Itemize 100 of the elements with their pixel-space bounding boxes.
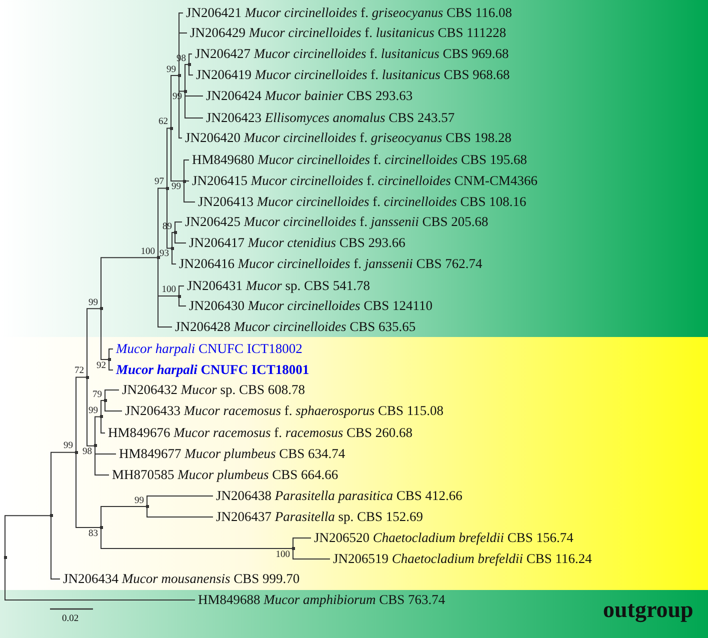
branch-line <box>100 400 106 418</box>
branch-line <box>188 64 194 76</box>
taxon-label: JN206427 Mucor circinelloides f. lusitanicus CBS 969.68 <box>192 46 509 62</box>
branch-line <box>104 400 122 412</box>
branch-line <box>94 445 110 476</box>
branch-line <box>188 54 192 65</box>
bootstrap-value: 99 <box>166 64 176 74</box>
branch-line <box>184 180 196 202</box>
taxon-label: JN206416 Mucor circinelloides f. janssenii CBS 762.74 <box>176 256 482 272</box>
taxon-label: JN206519 Chaetocladium brefeldii CBS 116.24 <box>330 551 592 567</box>
branch-line <box>166 128 172 189</box>
branch-line <box>172 232 176 249</box>
branch-line <box>100 257 158 310</box>
branch-line <box>100 308 110 360</box>
branch-line <box>108 348 114 360</box>
taxon-label: HM849680 Mucor circinelloides f. circinelloides CBS 195.68 <box>189 152 528 168</box>
branch-line <box>146 496 214 507</box>
branch-line <box>178 286 184 296</box>
branch-node <box>4 556 6 560</box>
bootstrap-value: 62 <box>158 117 168 128</box>
bootstrap-value: 100 <box>162 285 176 295</box>
branch-node <box>170 246 174 250</box>
taxon-label: JN206429 Mucor circinelloides f. lusitanicus CBS 111228 <box>187 25 506 41</box>
taxon-label: JN206413 Mucor circinelloides f. circinelloides CBS 108.16 <box>195 194 526 210</box>
branch-line <box>158 257 172 328</box>
taxon-label: HM849688 Mucor amphibiorum CBS 763.74 <box>195 592 446 608</box>
branch-line <box>174 232 186 244</box>
branch-node <box>94 444 96 448</box>
bootstrap-value: 92 <box>96 360 106 370</box>
branch-line <box>178 296 186 306</box>
taxon-label: JN206520 Chaetocladium brefeldii CBS 156.74 <box>311 530 574 546</box>
branch-line <box>184 64 190 92</box>
branch-line <box>94 416 102 446</box>
branch-node <box>50 514 52 518</box>
branch-line <box>50 515 60 580</box>
branch-node <box>86 376 88 379</box>
branch-line <box>86 308 102 378</box>
branch-node <box>104 399 106 402</box>
branch-node <box>108 358 110 361</box>
branch-line <box>184 160 190 182</box>
group-label: outgroup <box>603 597 694 623</box>
branch-node <box>178 74 180 77</box>
branch-line <box>76 452 102 528</box>
taxon-label: JN206421 Mucor circinelloides f. griseocyanus CBS 116.08 <box>183 5 512 21</box>
branch-node <box>184 90 186 93</box>
taxon-label: JN206417 Mucor ctenidius CBS 293.66 <box>186 235 406 251</box>
bootstrap-value: 99 <box>134 496 144 506</box>
branch-line <box>146 506 214 518</box>
taxon-label: Mucor harpali CNUFC ICT18002 <box>113 341 302 357</box>
branch-line <box>76 376 88 453</box>
taxon-label: JN206419 Mucor circinelloides f. lusitanicus CBS 968.68 <box>193 67 510 83</box>
taxon-label: JN206432 Mucor sp. CBS 608.78 <box>119 382 306 398</box>
branch-node <box>292 547 294 550</box>
scale-label: 0.02 <box>62 614 79 624</box>
taxon-label: JN206433 Mucor racemosus f. sphaerosporus CBS 115.08 <box>122 403 444 419</box>
branch-line <box>4 515 52 558</box>
taxon-label: JN206415 Mucor circinelloides f. circinelloides CNM-CM4366 <box>189 173 538 189</box>
taxon-label: JN206431 Mucor sp. CBS 541.78 <box>184 278 370 294</box>
branch-line <box>292 548 330 560</box>
branch-line <box>100 527 294 549</box>
bootstrap-value: 72 <box>74 366 84 376</box>
taxon-label: MH870585 Mucor plumbeus CBS 664.66 <box>109 467 338 483</box>
branch-line <box>104 390 120 401</box>
taxon-label: JN206423 Ellisomyces anomalus CBS 243.57 <box>203 110 455 126</box>
taxon-label: JN206434 Mucor mousanensis CBS 999.70 <box>60 571 300 587</box>
branch-line <box>108 359 114 370</box>
taxon-label: JN206420 Mucor circinelloides f. griseocyanus CBS 198.28 <box>182 130 512 146</box>
branch-line <box>170 128 184 182</box>
taxon-label: Mucor harpali CNUFC ICT18001 <box>113 362 310 378</box>
bootstrap-value: 97 <box>154 177 164 188</box>
branch-line <box>178 75 182 138</box>
branch-node <box>174 231 176 234</box>
bootstrap-value: 93 <box>160 249 169 260</box>
branch-line <box>158 188 168 258</box>
taxon-label: HM849676 Mucor racemosus f. racemosus CBS 260.68 <box>105 425 413 441</box>
branch-line <box>50 452 76 516</box>
branch-node <box>166 186 168 190</box>
branch-line <box>174 222 182 233</box>
branch-line <box>172 248 176 264</box>
bootstrap-value: 79 <box>92 390 102 400</box>
branch-node <box>74 450 78 454</box>
branch-node <box>146 505 148 508</box>
taxon-label: JN206430 Mucor circinelloides CBS 124110 <box>186 298 433 314</box>
branch-node <box>100 307 102 310</box>
bootstrap-value: 99 <box>88 406 98 416</box>
bootstrap-value: 100 <box>140 246 155 257</box>
taxon-label: JN206424 Mucor bainier CBS 293.63 <box>203 88 413 104</box>
branch-node <box>170 126 172 130</box>
branch-line <box>100 506 148 528</box>
bootstrap-value: 99 <box>64 441 73 452</box>
branch-line <box>4 557 196 600</box>
bootstrap-value: 100 <box>276 550 290 560</box>
taxon-label: HM849677 Mucor plumbeus CBS 634.74 <box>116 446 346 462</box>
bootstrap-value: 83 <box>88 528 98 538</box>
taxon-label: JN206428 Mucor circinelloides CBS 635.65 <box>172 319 416 335</box>
branch-node <box>178 294 180 298</box>
taxon-label: JN206437 Parasitella sp. CBS 152.69 <box>213 509 424 525</box>
bootstrap-value: 99 <box>172 182 181 192</box>
branch-node <box>100 526 102 529</box>
taxon-label: JN206425 Mucor circinelloides f. janssenii CBS 205.68 <box>182 214 488 230</box>
